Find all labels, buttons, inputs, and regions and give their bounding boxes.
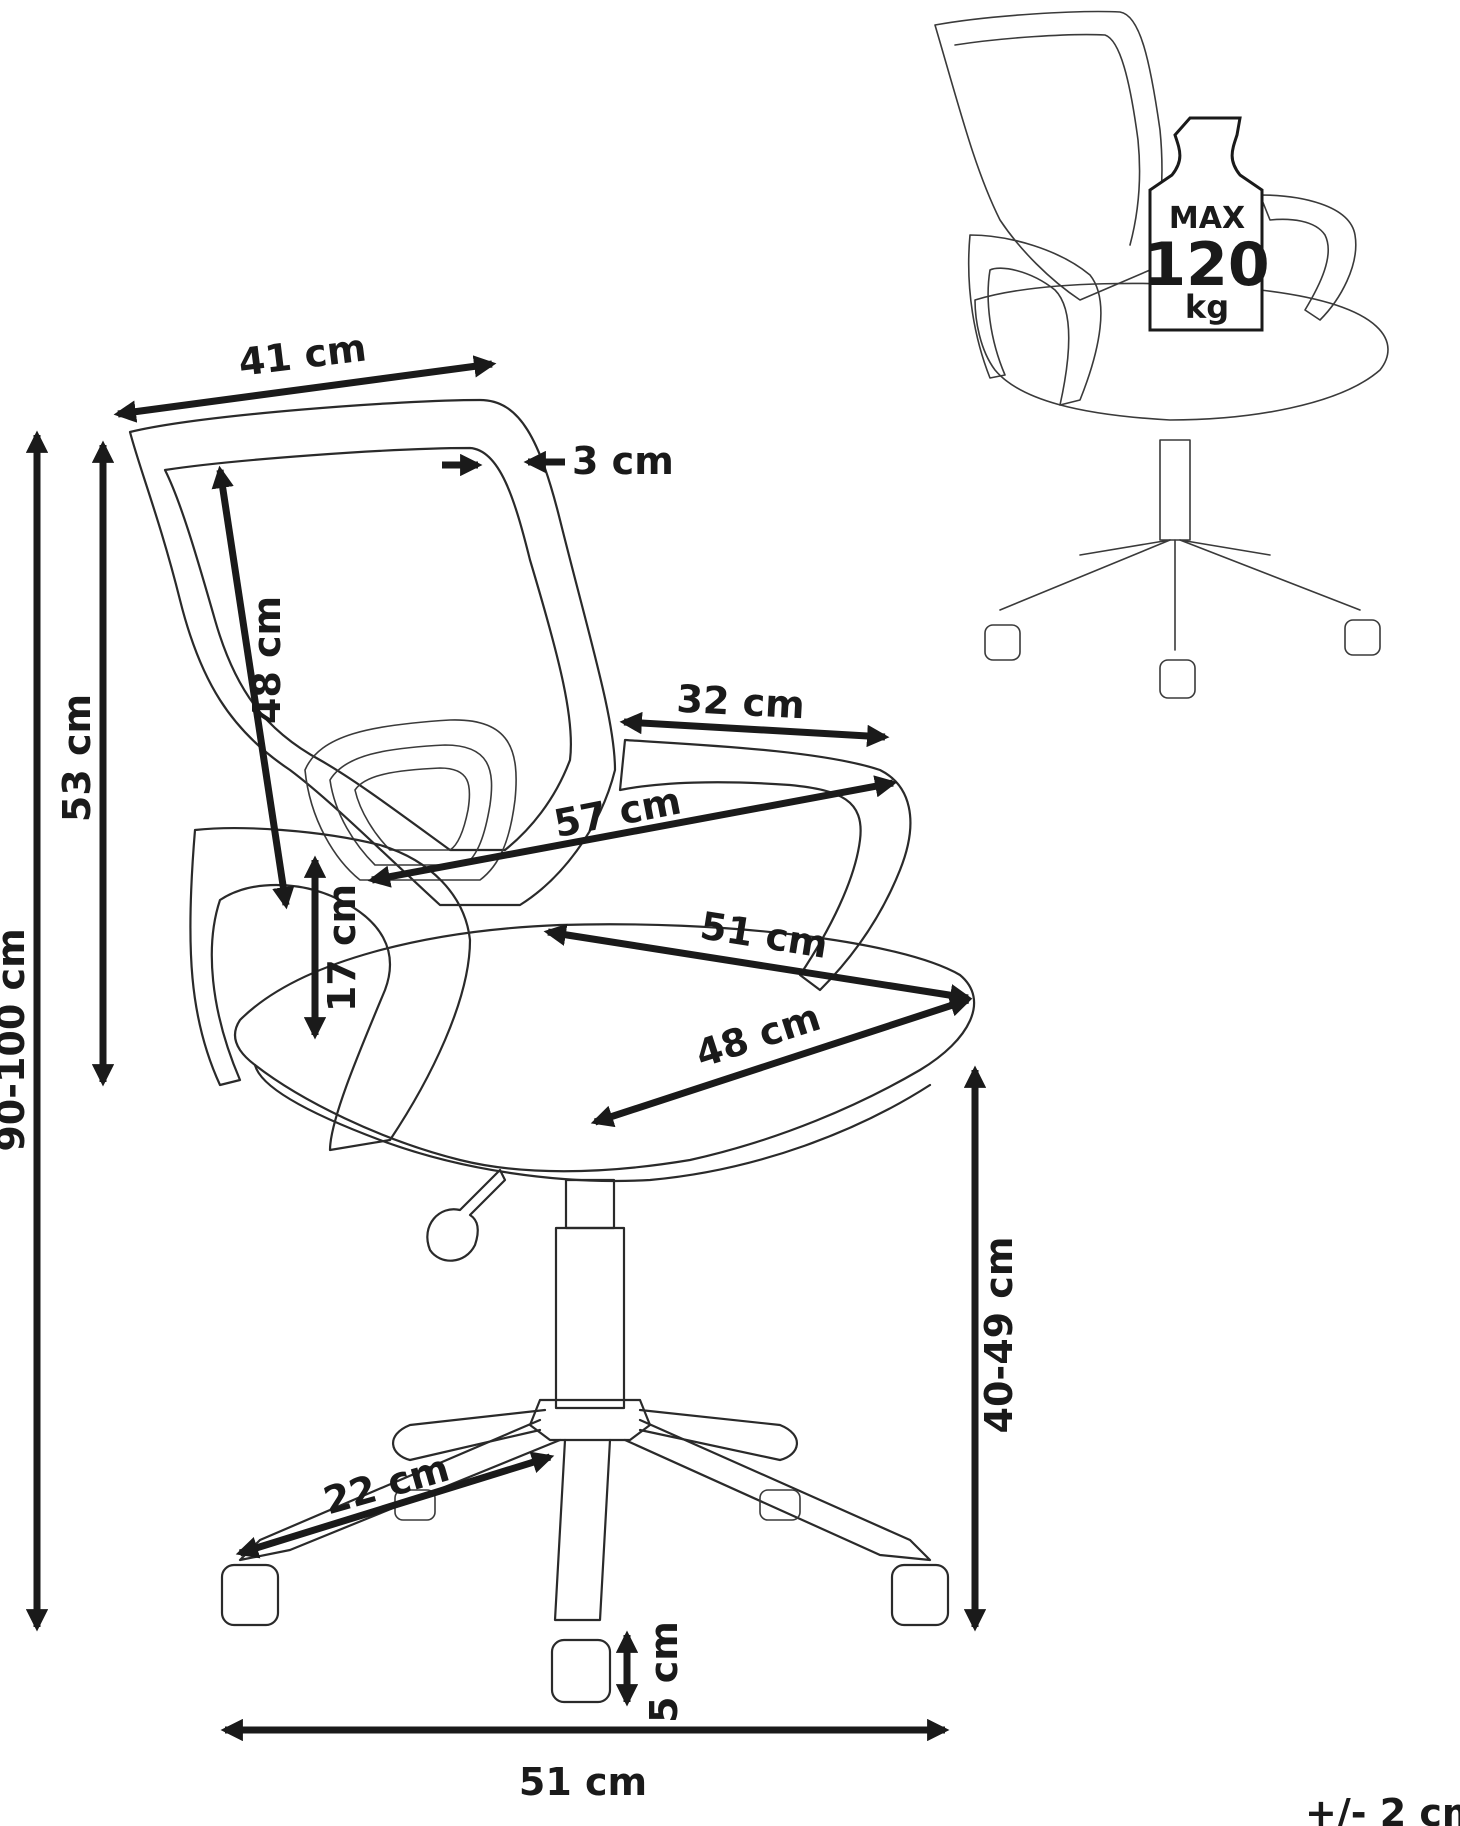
dim-arm-span-line: [367, 775, 898, 888]
star-base-leg-back-right: [638, 1408, 798, 1462]
label-backrest-width: 41 cm: [236, 325, 369, 384]
dimension-lines: [25, 355, 987, 1742]
label-caster-height: 5 cm: [642, 1621, 686, 1723]
label-seat-height: 40-49 cm: [977, 1237, 1021, 1434]
height-lever: [426, 1168, 507, 1262]
label-backrest-inner-height: 48 cm: [245, 596, 289, 724]
dim-armrest-length-line: [619, 711, 890, 748]
small-caster-right: [1344, 619, 1381, 656]
small-backrest-inner: [954, 33, 1141, 246]
gas-cylinder-top: [564, 1178, 616, 1230]
weight-limit-value: 120: [1144, 230, 1269, 300]
label-base-width: 51 cm: [519, 1760, 647, 1804]
lumbar-loop-inner: [354, 767, 471, 851]
label-armrest-length: 32 cm: [675, 677, 805, 728]
weight-limit-unit: kg: [1185, 288, 1229, 326]
caster-front: [550, 1638, 612, 1704]
dim-seat-width-line: [543, 923, 973, 1007]
small-armrest-right: [1259, 194, 1357, 321]
caster-left: [220, 1563, 280, 1627]
weight-bottle-icon: [1148, 116, 1264, 332]
lumbar-loop-middle: [329, 744, 493, 866]
caster-back-right: [759, 1489, 801, 1521]
weight-limit-label: MAX: [1169, 201, 1245, 236]
label-tolerance: +/- 2 cm: [1305, 1791, 1460, 1826]
main-chair-drawing: [128, 398, 976, 1704]
seat-underside: [253, 1063, 932, 1183]
gas-cylinder: [554, 1226, 626, 1410]
star-base-leg-right: [623, 1418, 932, 1562]
small-caster-left: [984, 624, 1021, 661]
dim-backrest-width-line: [113, 355, 497, 423]
label-seat-depth: 48 cm: [690, 995, 826, 1076]
label-backrest-height: 53 cm: [55, 694, 99, 822]
small-armrest-left: [967, 234, 1102, 406]
label-armrest-height: 17 cm: [320, 884, 364, 1012]
label-backrest-frame: 3 cm: [572, 439, 674, 483]
star-base-leg-front: [553, 1438, 612, 1622]
small-gas-cylinder: [1159, 439, 1191, 541]
small-chair-drawing: MAX 120 kg: [934, 10, 1389, 699]
dim-seat-depth-line: [590, 994, 973, 1128]
star-base-hub: [528, 1398, 652, 1442]
small-base: [999, 539, 1361, 651]
caster-right: [890, 1563, 950, 1627]
small-caster-front: [1159, 659, 1196, 699]
label-total-height: 90-100 cm: [0, 928, 33, 1151]
dim-base-radius-line: [235, 1451, 555, 1559]
dim-backrest-inner-line: [211, 465, 295, 910]
